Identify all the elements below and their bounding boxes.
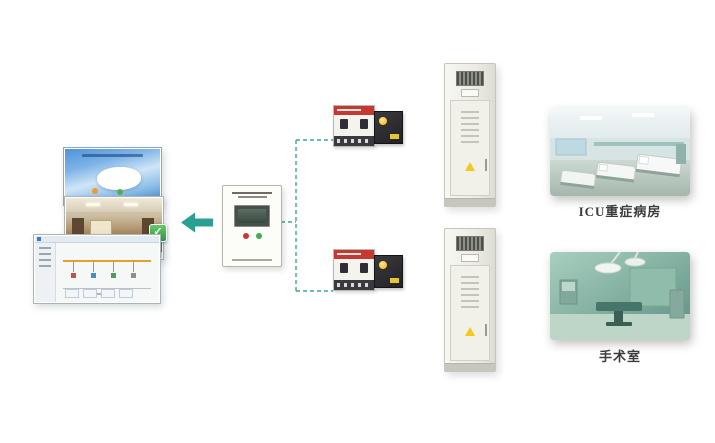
or-photo-scene <box>550 252 690 340</box>
transfer-switch <box>333 105 375 147</box>
terminal-display <box>234 205 270 227</box>
cabinet-door <box>450 100 490 196</box>
terminal-footer-smudge <box>231 259 273 261</box>
yellow-label <box>390 278 399 283</box>
feeder-line <box>73 262 74 272</box>
ceiling-light <box>86 203 100 206</box>
schematic-titlebar <box>35 236 159 243</box>
nameplate <box>461 254 479 262</box>
breaker-symbol <box>111 273 116 278</box>
warning-icon <box>465 327 475 336</box>
breaker-symbol <box>131 273 136 278</box>
checkmark-glyph: ✓ <box>153 226 163 238</box>
operating-room-label: 手术室 <box>598 349 641 364</box>
feeder-line <box>113 262 114 272</box>
figure-green <box>117 189 124 196</box>
terminal-title-smudge <box>231 192 273 194</box>
terminal-block <box>334 136 374 146</box>
terminal-buttons <box>223 233 281 239</box>
terminal-block <box>334 280 374 290</box>
ceiling-light <box>124 203 138 206</box>
door-vents <box>461 111 479 145</box>
bus-line <box>63 260 151 262</box>
breaker-symbol <box>91 273 96 278</box>
distribution-cabinet-top <box>444 63 496 207</box>
distribution-cabinet-bottom <box>444 228 496 372</box>
feeder-line <box>133 262 134 272</box>
power-module <box>374 255 403 288</box>
operating-room-photo <box>550 252 690 340</box>
status-tile <box>119 289 133 298</box>
transfer-switch <box>333 249 375 291</box>
breaker-handle <box>360 119 368 129</box>
green-button <box>255 233 262 239</box>
dashed-connectors <box>281 139 333 292</box>
welcome-graphic <box>97 166 141 190</box>
vent-grille <box>456 236 484 251</box>
feeder-line <box>93 262 94 272</box>
cabinet-base <box>445 363 495 371</box>
status-tile <box>83 289 97 298</box>
status-tile <box>101 289 115 298</box>
icu-label: ICU重症病房 <box>578 204 662 219</box>
ats-switch-group-bottom <box>333 243 405 291</box>
door-handle <box>485 159 487 171</box>
schematic-content <box>35 236 159 302</box>
monitoring-terminal <box>222 185 282 267</box>
cabinet-door <box>450 265 490 361</box>
schematic-sidebar <box>35 243 56 302</box>
round-label <box>379 117 387 125</box>
breaker-handle <box>340 119 348 129</box>
vent-grille <box>456 71 484 86</box>
round-label <box>379 261 387 269</box>
breaker-handle <box>360 263 368 273</box>
brand-band <box>334 106 374 115</box>
arrow-left-icon <box>181 212 213 233</box>
warning-icon <box>465 162 475 171</box>
monitor-screenshot-schematic <box>33 234 161 304</box>
nameplate <box>461 89 479 97</box>
ats-switch-group-top <box>333 99 405 147</box>
power-module <box>374 111 403 144</box>
figure-orange <box>91 188 98 195</box>
door-vents <box>461 276 479 310</box>
icu-ward-photo <box>550 108 690 196</box>
red-button <box>242 233 249 239</box>
cabinet-base <box>445 198 495 206</box>
terminal-subtitle-smudge <box>237 196 267 198</box>
photo-ceiling <box>66 198 162 212</box>
status-tile <box>65 289 79 298</box>
breaker-handle <box>340 263 348 273</box>
icu-photo-scene <box>550 108 690 196</box>
welcome-title-smudge <box>82 154 143 157</box>
door-handle <box>485 324 487 336</box>
yellow-label <box>390 134 399 139</box>
brand-band <box>334 250 374 259</box>
breaker-symbol <box>71 273 76 278</box>
secondary-bus-line <box>63 288 151 289</box>
app-icon <box>37 237 41 241</box>
